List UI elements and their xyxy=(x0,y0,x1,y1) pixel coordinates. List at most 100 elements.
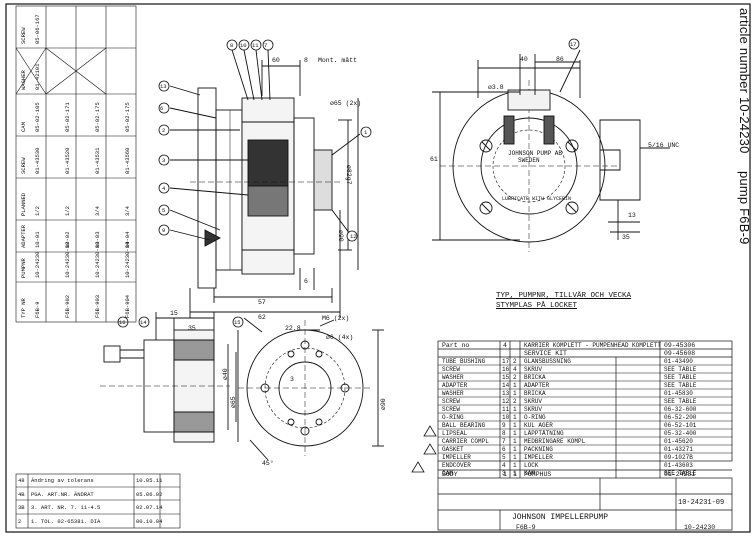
flange-front-view xyxy=(238,317,384,461)
dim-label: ø65 xyxy=(230,396,237,408)
variants-header: CAM xyxy=(20,122,27,132)
variants-header: WASHER xyxy=(20,70,27,90)
bom-cell-qty: 1 xyxy=(513,406,517,413)
bom-cell-qty: 1 xyxy=(513,422,517,429)
bom-cell-sv: LÄPPTÄTNING xyxy=(524,430,564,437)
bom-body-art: 01-24231 xyxy=(664,471,696,478)
variants-header: SCREW xyxy=(20,27,27,44)
revision-date: 00.10.04 xyxy=(136,517,163,525)
dim-label: 57 xyxy=(258,299,266,306)
bom-cell-qty: 1 xyxy=(513,454,517,461)
revision-text: Ändring av tolerans xyxy=(31,477,94,484)
adapter-section-view xyxy=(100,312,239,443)
balloon-label: 4 xyxy=(162,185,166,192)
variants-cell: 01-43530 xyxy=(34,147,41,174)
bom-cell-art: 06-52-101 xyxy=(664,422,697,429)
bom-cell-item: LIPSEAL xyxy=(442,430,468,437)
variants-cell: F6B-902 xyxy=(64,294,71,318)
bom-cell-pos: 5 xyxy=(502,454,506,461)
warning-triangles xyxy=(411,425,437,473)
bom-cell-pos: 11 xyxy=(502,406,510,413)
dim-label: 86 xyxy=(556,56,564,63)
drawing-number-2: 10-24231-09 xyxy=(678,499,725,507)
dim-label: 60 xyxy=(272,57,280,64)
bom-cell-art: 01-43271 xyxy=(664,446,693,453)
bom-cell-sv: IMPELLER xyxy=(524,454,553,461)
bom-cell-qty: 2 xyxy=(513,398,517,405)
bom-cell-sv: GLANSBUSSNING xyxy=(524,358,571,365)
bom-header-qty: 4 xyxy=(503,342,507,349)
bom-cell-pos: 14 xyxy=(502,382,510,389)
dim-label: 6 xyxy=(304,278,308,285)
bom-cell-qty: 1 xyxy=(513,470,517,477)
bom-body-qty: 1 xyxy=(513,471,517,478)
bom-cell-art: 01-45620 xyxy=(664,438,693,445)
variants-cell: 1/2 xyxy=(34,206,41,216)
dim-label: 3 xyxy=(290,376,294,383)
bom-cell-sv: KAM xyxy=(524,470,535,477)
bom-cell-item: GASKET xyxy=(442,446,464,453)
balloon-label: 6 xyxy=(160,105,164,112)
bom-cell-qty: 1 xyxy=(513,414,517,421)
variants-cell: 05-02-175 xyxy=(94,102,101,132)
bom-cell-sv: SKRUV xyxy=(524,406,543,413)
bom-cell-pos: 9 xyxy=(502,422,506,429)
side-section-view xyxy=(169,49,361,318)
bom-cell-item: TUBE BUSHING xyxy=(442,358,486,365)
revision-text: 3. ART. NR. 7. 11-4.5 xyxy=(31,504,101,511)
dim-label: ø90 xyxy=(337,230,344,242)
revision-date: 02.07.14 xyxy=(136,504,163,511)
bom-cell-pos: 13 xyxy=(502,390,510,397)
bom-cell-pos: 7 xyxy=(502,438,506,445)
bom-cell-item: WASHER xyxy=(442,390,464,397)
balloon-label: 15 xyxy=(234,319,241,326)
dim-label: 35 xyxy=(622,234,630,241)
bom-cell-art: 05-32-400 xyxy=(664,430,697,437)
bom-cell-pos: 12 xyxy=(502,398,510,405)
revision-text: 1. TOL. 02-65381. DIA xyxy=(31,517,101,525)
bom-header-name: KARRIER KOMPLETT - PUMPENHEAD KOMPLETT xyxy=(524,342,661,349)
variants-header: SCREW xyxy=(20,157,27,174)
balloon-label: 9 xyxy=(162,227,166,234)
revision-rev: 4B xyxy=(18,490,25,498)
margin-title: article number 10-24230 pump F6B-9 xyxy=(730,8,752,308)
dim-label: 62 xyxy=(258,314,266,321)
variants-header: ADAPTER xyxy=(20,224,27,248)
bom-cell-art: 06-32-600 xyxy=(664,406,697,413)
bom-cell-item: CARRIER COMPL xyxy=(442,438,489,445)
balloon-label: 16 xyxy=(119,319,126,326)
variants-cell: 05-02-175 xyxy=(124,102,131,132)
variants-cell: 01-43520 xyxy=(64,147,71,174)
bom-cell-art: 01-43603 xyxy=(664,462,693,469)
bom-cell-art: 01-43490 xyxy=(664,358,693,365)
bom-cell-art: 06-52-200 xyxy=(664,414,697,421)
dim-label: ø6 (4x) xyxy=(326,334,354,341)
dim-label: 40 xyxy=(520,56,528,63)
bom-rule-lines xyxy=(438,364,732,454)
pump-model: pump F6B-9 xyxy=(737,171,752,245)
balloon-label: 2 xyxy=(162,127,166,134)
model-name: F6B-9 xyxy=(516,524,536,531)
bom-body-item: BODY xyxy=(442,471,458,478)
balloon-label: 13 xyxy=(160,83,167,90)
balloon-label: 14 xyxy=(140,319,147,326)
dim-label: 45° xyxy=(262,460,274,467)
dim-label: 5/16 UNC xyxy=(648,142,680,149)
bom-cell-item: CAM xyxy=(442,470,453,477)
revision-date: 05.06.02 xyxy=(136,490,163,498)
dim-label: ø65 (2x) xyxy=(330,100,362,107)
bom-cell-pos: 10 xyxy=(502,414,510,421)
variants-cell: 01-43531 xyxy=(94,147,101,174)
bom-cell-qty: 4 xyxy=(513,366,517,373)
bom-cell-qty: 2 xyxy=(513,358,517,365)
bom-cell-sv: SKRUV xyxy=(524,366,543,373)
balloon-label: 11 xyxy=(252,42,259,49)
company-name: JOHNSON IMPELLERPUMP xyxy=(512,513,609,522)
bom-table-grid xyxy=(437,340,733,531)
dim-label: 8 xyxy=(304,57,308,64)
bom-cell-pos: 17 xyxy=(502,358,510,365)
part-balloons xyxy=(117,38,580,328)
dim-label: 22.8 xyxy=(285,325,301,332)
